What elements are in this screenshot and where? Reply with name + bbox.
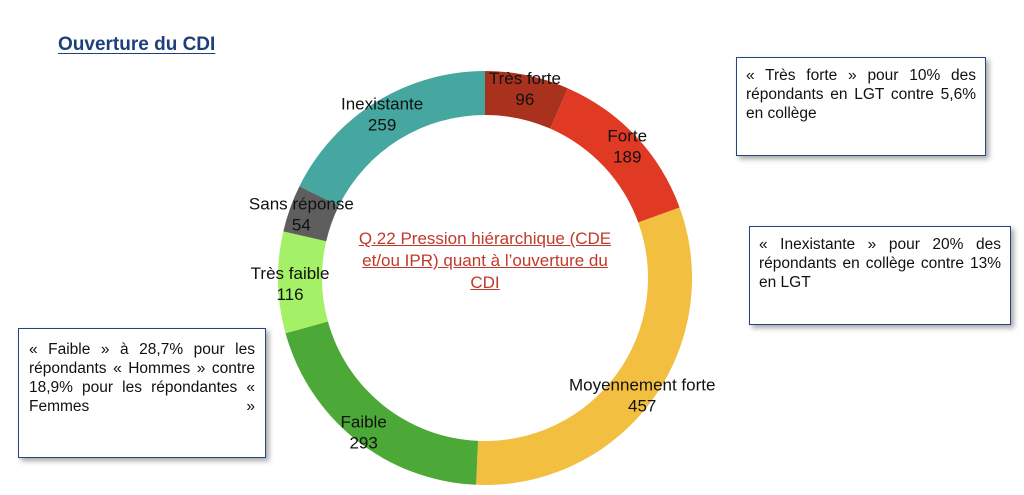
- slice-value-forte: 189: [613, 148, 641, 167]
- slice-value-moyennement-forte: 457: [628, 396, 656, 415]
- slice-faible: [285, 321, 479, 485]
- slice-label-inexistante: Inexistante: [341, 94, 423, 113]
- page-title: Ouverture du CDI: [58, 34, 216, 55]
- slice-label-sans-reponse: Sans réponse: [249, 194, 354, 213]
- slice-sans-reponse: [283, 186, 339, 242]
- slice-label-moyennement-forte: Moyennement forte: [569, 375, 715, 394]
- slice-inexistante: [299, 71, 485, 206]
- slice-value-inexistante: 259: [368, 115, 396, 134]
- callout-inexistante: « Inexistante » pour 20% des répondants …: [749, 226, 1011, 325]
- slice-label-faible: Faible: [340, 413, 386, 432]
- slice-moyennement-forte: [476, 207, 692, 486]
- slice-tres-faible: [277, 231, 328, 334]
- slice-tres-forte: [485, 71, 568, 129]
- slice-value-sans-reponse: 54: [292, 215, 311, 234]
- callout-faible: « Faible » à 28,7% pour les répondants «…: [18, 328, 266, 458]
- callout-tres-forte: « Très forte » pour 10% des répondants e…: [736, 57, 986, 156]
- slice-forte: [550, 88, 680, 223]
- donut-slices: [277, 71, 692, 486]
- slice-value-tres-forte: 96: [515, 90, 534, 109]
- slice-label-tres-forte: Très forte: [489, 69, 561, 88]
- chart-center-caption: Q.22 Pression hiérarchique (CDE et/ou IP…: [358, 229, 612, 292]
- slice-value-tres-faible: 116: [276, 285, 303, 304]
- slice-value-faible: 293: [349, 434, 377, 453]
- slice-label-forte: Forte: [607, 127, 647, 146]
- slice-label-tres-faible: Très faible: [251, 264, 330, 283]
